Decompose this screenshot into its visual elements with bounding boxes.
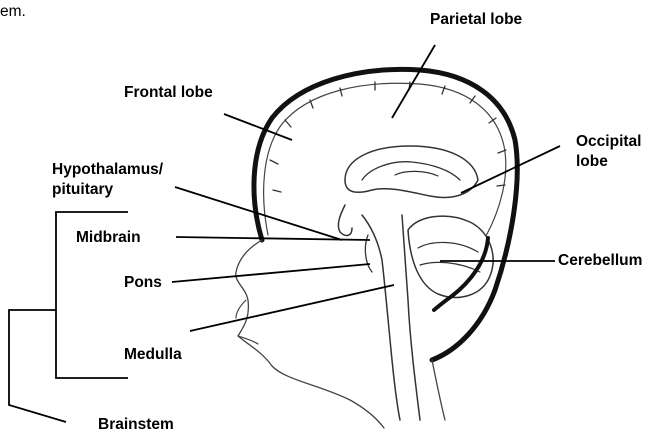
medulla-pointer xyxy=(190,285,394,331)
label-occipital-lobe: lobe xyxy=(576,152,608,171)
label-brainstem: Brainstem xyxy=(98,415,174,434)
pons-pointer xyxy=(172,264,370,282)
midbrain-pointer xyxy=(176,237,370,240)
occipital-pointer xyxy=(461,146,560,193)
label-hypothalamus: Hypothalamus/ xyxy=(52,160,163,179)
neck-back xyxy=(432,360,445,420)
hypothalamus-shape xyxy=(338,205,352,235)
parietal-pointer xyxy=(392,45,435,118)
brainstem-shape xyxy=(362,215,400,420)
brain-inner-contour xyxy=(264,83,506,236)
label-frontal-lobe: Frontal lobe xyxy=(124,83,213,102)
face-profile xyxy=(236,240,384,428)
label-occipital: Occipital xyxy=(576,132,641,151)
label-parietal-lobe: Parietal lobe xyxy=(430,10,522,29)
brainstem-outer-bracket xyxy=(9,310,66,422)
cerebellum-shape xyxy=(408,216,493,297)
label-medulla: Medulla xyxy=(124,345,182,364)
label-midbrain: Midbrain xyxy=(76,228,141,247)
label-cerebellum: Cerebellum xyxy=(558,251,642,270)
label-pons: Pons xyxy=(124,273,162,292)
frontal-pointer xyxy=(224,114,292,140)
posterior-edge xyxy=(434,238,488,310)
head-drawing xyxy=(236,69,517,428)
label-pituitary: pituitary xyxy=(52,180,113,199)
